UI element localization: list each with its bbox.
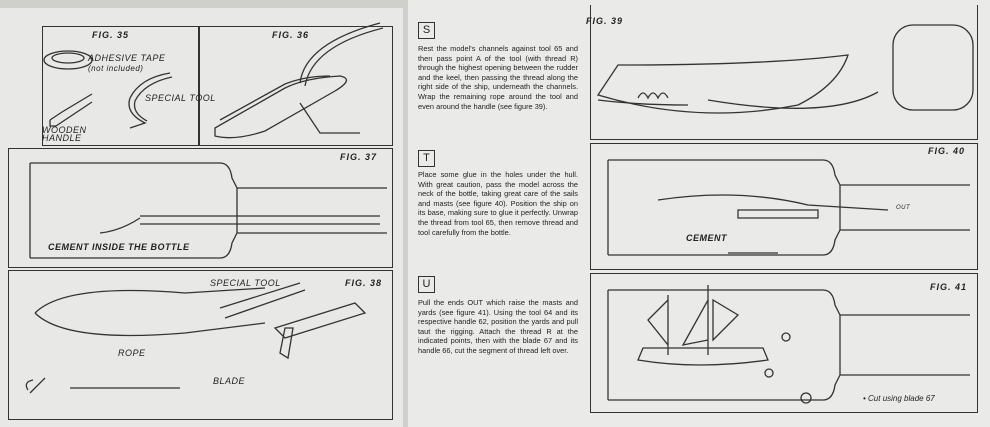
step-t-text: Place some glue in the holes under the h… [418, 170, 578, 237]
fig41-title: FIG. 41 [930, 282, 968, 292]
fig38-title: FIG. 38 [345, 278, 383, 288]
fig37-panel [8, 148, 393, 268]
rope-loop-drawing [34, 287, 266, 337]
step-s-badge: S [418, 22, 435, 39]
fig36-thread [299, 22, 384, 134]
step-s-text: Rest the model's channels against tool 6… [418, 44, 578, 111]
fig36-tool-drawing [214, 75, 347, 139]
attach-point-icon [781, 332, 791, 342]
fig41-panel [590, 273, 978, 413]
adhesive-tape-drawing [43, 50, 93, 70]
cement-inside-bottle-label: CEMENT INSIDE THE BOTTLE [48, 242, 190, 252]
wooden-handle-label: WOODEN HANDLE [42, 125, 87, 143]
left-page: FIG. 35 ADHESIVE TAPE (not included) SPE… [0, 8, 403, 427]
fig38-panel [8, 270, 393, 420]
fig40-title: FIG. 40 [928, 146, 966, 156]
bottle-outline-fig41 [607, 289, 970, 401]
tool-64-drawing [25, 377, 180, 394]
cement-label: CEMENT [686, 233, 727, 243]
fig39-panel [590, 5, 978, 140]
step-u-text: Pull the ends OUT which raise the masts … [418, 298, 578, 355]
special-tool-drawing [128, 72, 173, 129]
cut-note: • Cut using blade 67 [863, 394, 935, 403]
fig37-tool [99, 215, 380, 234]
step-u-badge: U [418, 276, 435, 293]
fig36-panel [198, 26, 393, 146]
fig35-panel [42, 26, 200, 146]
right-page: S T U FIG. 39 FIG. 40 OUT CEMENT FIG. 41… [408, 0, 990, 427]
fig35-title: FIG. 35 [92, 30, 130, 40]
special-tool-label: SPECIAL TOOL [145, 93, 216, 103]
wooden-handle-drawing [49, 93, 93, 127]
fig39-title: FIG. 39 [586, 16, 624, 26]
left-drawings [25, 22, 387, 394]
not-included-label: (not included) [88, 64, 144, 73]
blade-drawing [219, 282, 367, 360]
fig38-special-tool-label: SPECIAL TOOL [210, 278, 281, 288]
bottle-outline-fig37 [29, 162, 387, 259]
rope-label: ROPE [118, 348, 146, 358]
blade-label: BLADE [213, 376, 246, 386]
fig37-title: FIG. 37 [340, 152, 378, 162]
fig40-ship [657, 194, 889, 254]
fig41-ship [637, 285, 769, 366]
right-drawings [596, 24, 974, 404]
fig39-thread [597, 92, 689, 106]
step-t-badge: T [418, 150, 435, 167]
bottle-outline-fig40 [607, 159, 970, 256]
out-label: OUT [896, 205, 911, 211]
fig40-panel [590, 143, 978, 270]
adhesive-tape-label: ADHESIVE TAPE [88, 53, 166, 63]
fig39-hull [596, 54, 879, 114]
fig36-title: FIG. 36 [272, 30, 310, 40]
cut-point-icon [800, 392, 812, 404]
bottle-neck-fig39 [892, 24, 974, 111]
cut-note-text: Cut using blade 67 [868, 394, 935, 403]
